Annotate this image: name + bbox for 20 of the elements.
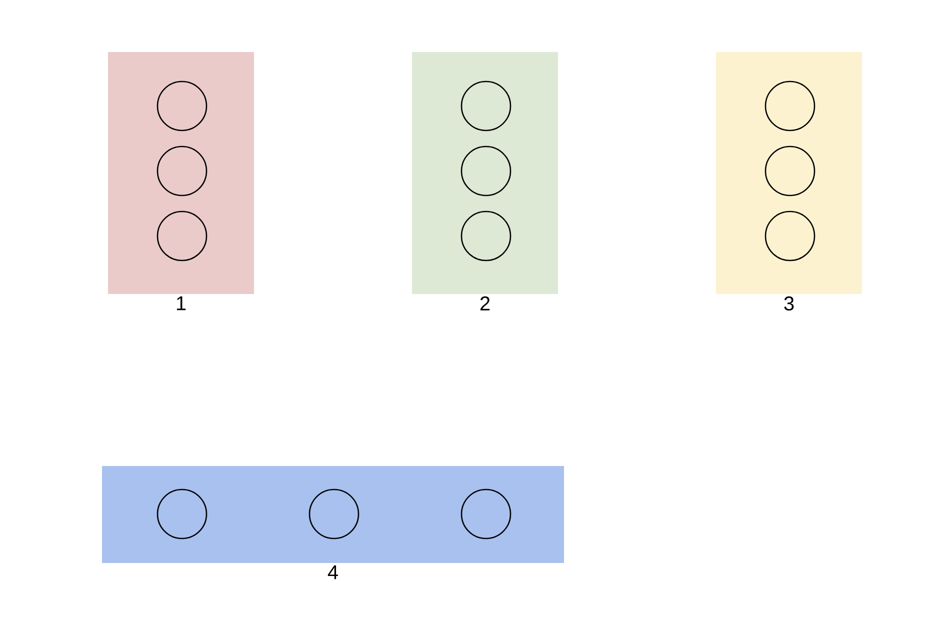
circle <box>460 146 512 196</box>
node-label: 2 <box>480 296 490 310</box>
circle <box>308 488 360 540</box>
circle <box>156 488 208 540</box>
group-box: 3 <box>716 52 862 311</box>
circle <box>156 210 208 262</box>
circle <box>156 80 208 132</box>
node-label: 4 <box>328 565 338 580</box>
group-box: 1 <box>108 52 254 310</box>
circle <box>460 488 512 540</box>
group-box: 4 <box>102 466 564 580</box>
circle <box>764 80 816 132</box>
node-label: 3 <box>784 296 794 311</box>
circle <box>460 210 512 262</box>
circle <box>156 146 208 196</box>
group-box: 2 <box>412 52 558 310</box>
circle <box>460 80 512 132</box>
circle <box>764 146 816 196</box>
node-label: 1 <box>176 296 186 310</box>
circle <box>764 210 816 262</box>
